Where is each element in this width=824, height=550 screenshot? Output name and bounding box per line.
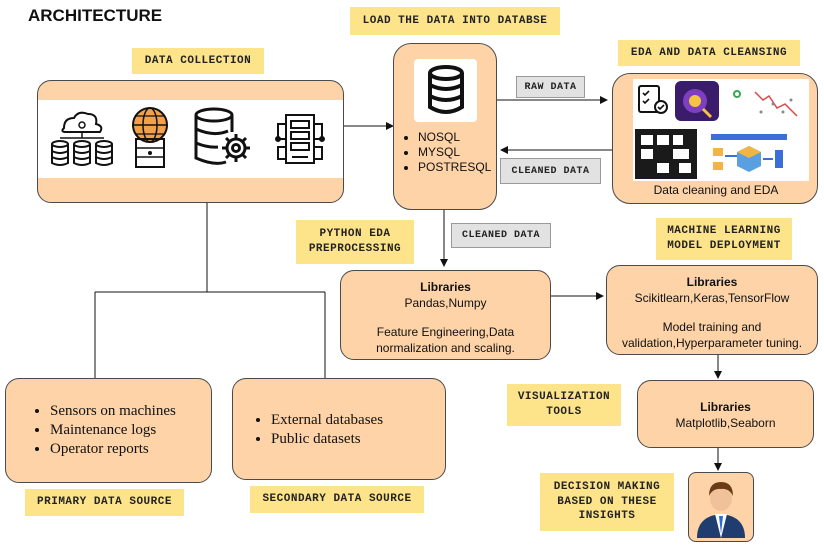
secondary-source-item: External databases bbox=[271, 411, 383, 430]
preprocessing-line1: Feature Engineering,Data bbox=[376, 325, 515, 339]
eda-cleansing-label: EDA AND DATA CLEANSING bbox=[618, 40, 800, 66]
preprocessing-heading: Libraries bbox=[420, 280, 471, 294]
viz-libs: Matplotlib,Seaborn bbox=[675, 416, 776, 430]
preprocessing-box: Libraries Pandas,Numpy Feature Engineeri… bbox=[340, 270, 551, 360]
visualization-box: Libraries Matplotlib,Seaborn bbox=[637, 380, 814, 448]
decision-label-line1: DECISION MAKING bbox=[553, 480, 661, 493]
decision-maker-box bbox=[688, 472, 754, 542]
secondary-source-label: SECONDARY DATA SOURCE bbox=[250, 486, 424, 513]
raw-data-label: RAW DATA bbox=[516, 76, 585, 98]
database-item: POSTRESQL bbox=[418, 160, 491, 175]
ml-text: Libraries Scikitlearn,Keras,TensorFlow M… bbox=[607, 274, 817, 351]
database-gear-icon bbox=[194, 107, 250, 165]
eda-box: Data cleaning and EDA bbox=[612, 73, 818, 204]
secondary-source-list: External databases Public datasets bbox=[251, 411, 383, 449]
decision-label-line3: INSIGHTS bbox=[578, 510, 636, 523]
python-eda-label-line2: PREPROCESSING bbox=[308, 243, 402, 255]
page-title: ARCHITECTURE bbox=[28, 6, 163, 25]
ml-deployment-label-line1: MACHINE LEARNING bbox=[667, 225, 781, 238]
secondary-source-item: Public datasets bbox=[271, 430, 383, 449]
scatter-plot-thumbnail bbox=[733, 90, 798, 117]
database-icon bbox=[428, 65, 464, 114]
data-analysis-icon bbox=[675, 81, 719, 121]
data-collection-box bbox=[37, 80, 344, 203]
primary-source-list: Sensors on machines Maintenance logs Ope… bbox=[30, 402, 176, 459]
cleaned-data-back-label: CLEANED DATA bbox=[500, 158, 601, 184]
load-data-label: LOAD THE DATA INTO DATABSE bbox=[350, 7, 560, 35]
viz-text: Libraries Matplotlib,Seaborn bbox=[638, 399, 813, 431]
preprocessing-text: Libraries Pandas,Numpy Feature Engineeri… bbox=[341, 279, 550, 356]
preprocessing-libs: Pandas,Numpy bbox=[404, 296, 487, 310]
python-eda-label: PYTHON EDA PREPROCESSING bbox=[296, 220, 414, 264]
ml-libs: Scikitlearn,Keras,TensorFlow bbox=[634, 291, 790, 305]
cloud-database-icon bbox=[51, 111, 113, 166]
ml-line2: validation,Hyperparameter tuning. bbox=[621, 336, 803, 350]
primary-source-item: Maintenance logs bbox=[50, 421, 176, 440]
businessman-avatar-icon bbox=[697, 482, 745, 538]
decision-label: DECISION MAKING BASED ON THESE INSIGHTS bbox=[540, 473, 674, 531]
ml-heading: Libraries bbox=[686, 275, 738, 289]
ml-line1: Model training and bbox=[662, 320, 762, 334]
server-rack-icon bbox=[275, 114, 325, 164]
python-eda-label-line1: PYTHON EDA bbox=[319, 228, 391, 241]
decision-label-line2: BASED ON THESE bbox=[557, 495, 657, 508]
primary-source-item: Operator reports bbox=[50, 440, 176, 459]
database-list: NOSQL MYSQL POSTRESQL bbox=[402, 130, 491, 175]
primary-source-item: Sensors on machines bbox=[50, 402, 176, 421]
visualization-label: VISUALIZATION TOOLS bbox=[507, 384, 621, 426]
puzzle-icon bbox=[635, 129, 697, 179]
visualization-label-line1: VISUALIZATION bbox=[517, 391, 611, 404]
database-item: NOSQL bbox=[418, 130, 491, 145]
globe-server-icon bbox=[132, 107, 168, 168]
ml-deployment-label: MACHINE LEARNING MODEL DEPLOYMENT bbox=[656, 218, 792, 260]
data-pipeline-thumbnail bbox=[711, 134, 787, 172]
eda-caption: Data cleaning and EDA bbox=[653, 183, 779, 197]
ml-deployment-label-line2: MODEL DEPLOYMENT bbox=[667, 240, 781, 252]
checklist-icon bbox=[638, 85, 668, 114]
database-box: NOSQL MYSQL POSTRESQL bbox=[393, 43, 497, 210]
preprocessing-line2: normalization and scaling. bbox=[376, 341, 515, 355]
ml-box: Libraries Scikitlearn,Keras,TensorFlow M… bbox=[606, 265, 818, 355]
secondary-source-box: External databases Public datasets bbox=[232, 378, 446, 480]
visualization-label-line2: TOOLS bbox=[546, 406, 582, 418]
database-item: MYSQL bbox=[418, 145, 491, 160]
primary-source-label: PRIMARY DATA SOURCE bbox=[25, 489, 184, 516]
data-collection-label: DATA COLLECTION bbox=[132, 48, 264, 74]
cleaned-data-down-label: CLEANED DATA bbox=[451, 223, 551, 248]
primary-source-box: Sensors on machines Maintenance logs Ope… bbox=[5, 378, 212, 483]
viz-heading: Libraries bbox=[700, 400, 751, 414]
